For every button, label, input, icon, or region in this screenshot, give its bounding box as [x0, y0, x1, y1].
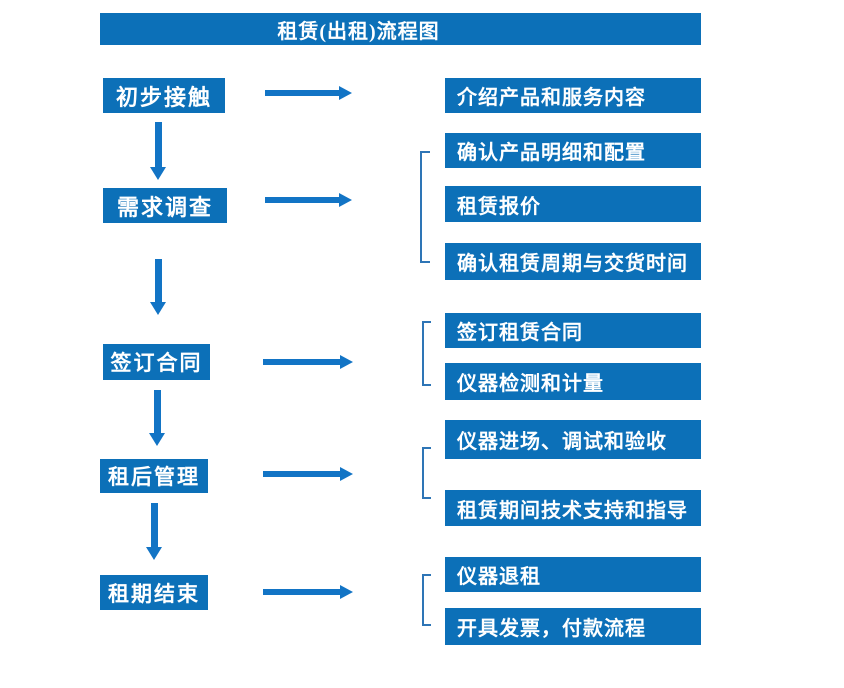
step-label: 初步接触 [115, 84, 212, 110]
arrow-down-step3-step4 [149, 390, 165, 446]
step-box-post-rental-management: 租后管理 [100, 459, 208, 493]
detail-label: 仪器进场、调试和验收 [457, 431, 667, 453]
detail-box: 确认租赁周期与交货时间 [445, 243, 701, 280]
arrow-right-step3 [263, 355, 353, 369]
detail-box: 仪器进场、调试和验收 [445, 420, 701, 459]
detail-box: 开具发票，付款流程 [445, 608, 701, 645]
step-label: 签订合同 [110, 351, 203, 375]
step-label: 租后管理 [108, 465, 200, 489]
detail-label: 租赁报价 [457, 195, 541, 218]
detail-box: 确认产品明细和配置 [445, 133, 701, 168]
detail-label: 仪器检测和计量 [457, 373, 604, 395]
step-box-demand-survey: 需求调查 [103, 188, 227, 223]
detail-label: 仪器退租 [457, 566, 541, 588]
detail-box: 仪器退租 [445, 557, 701, 592]
detail-label: 签订租赁合同 [457, 322, 583, 344]
step-label: 需求调查 [116, 194, 213, 220]
bracket-step3-details [422, 321, 431, 386]
bracket-step4-details [422, 447, 431, 499]
detail-box: 介绍产品和服务内容 [445, 78, 701, 113]
bracket-step5-details [422, 574, 431, 626]
detail-box: 仪器检测和计量 [445, 363, 701, 400]
page-title: 租赁(出租)流程图 [277, 20, 440, 43]
bracket-step2-details [420, 151, 430, 263]
arrow-down-step2-step3 [150, 259, 166, 315]
detail-label: 确认租赁周期与交货时间 [457, 253, 688, 275]
arrow-right-step1 [265, 86, 352, 100]
arrow-down-step1-step2 [150, 122, 166, 180]
arrow-right-step2 [265, 193, 352, 207]
detail-label: 开具发票，付款流程 [457, 618, 646, 640]
detail-label: 租赁期间技术支持和指导 [457, 499, 688, 522]
arrow-down-step4-step5 [146, 503, 162, 560]
detail-label: 介绍产品和服务内容 [457, 87, 646, 109]
arrow-right-step4 [263, 467, 353, 481]
step-box-sign-contract: 签订合同 [103, 344, 210, 380]
arrow-right-step5 [263, 585, 353, 599]
step-box-initial-contact: 初步接触 [103, 78, 225, 113]
detail-box: 签订租赁合同 [445, 313, 701, 348]
step-box-rental-end: 租期结束 [100, 575, 208, 610]
title-bar: 租赁(出租)流程图 [100, 13, 701, 45]
step-label: 租期结束 [108, 581, 200, 606]
detail-box: 租赁报价 [445, 186, 701, 222]
detail-box: 租赁期间技术支持和指导 [445, 490, 701, 526]
detail-label: 确认产品明细和配置 [457, 142, 646, 164]
